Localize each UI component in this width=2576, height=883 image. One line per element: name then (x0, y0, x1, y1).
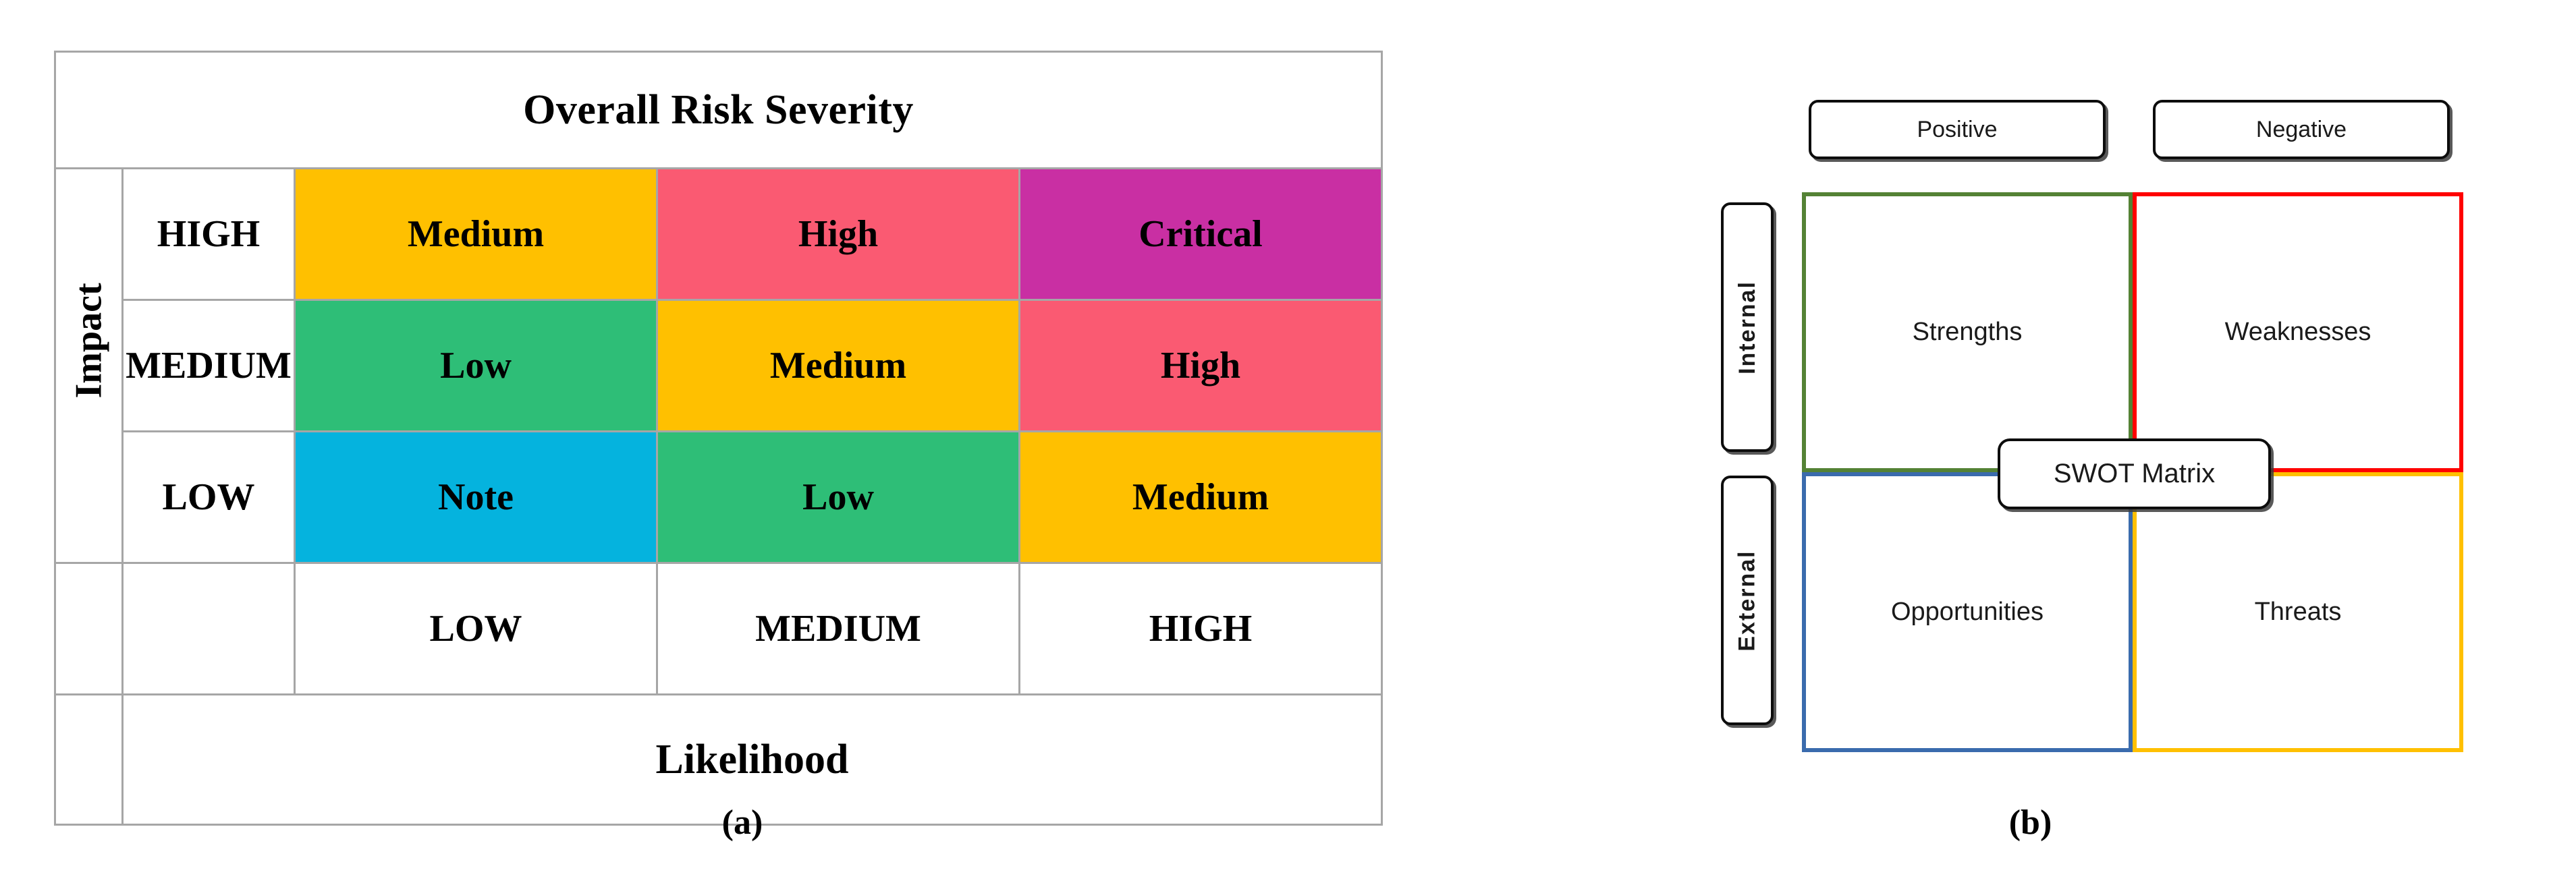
risk-severity-matrix-table: Overall Risk Severity Impact HIGH Medium… (53, 51, 1383, 826)
risk-cell-low-low: Note (294, 430, 658, 564)
table-row: Likelihood (54, 693, 1383, 826)
risk-cell-medium-high: High (1018, 299, 1383, 432)
risk-cell-medium-medium: Medium (656, 299, 1020, 432)
risk-cell-low-high: Medium (1018, 430, 1383, 564)
swot-matrix-figure: Positive Negative Internal External Stre… (1485, 0, 2576, 883)
swot-quadrant-weaknesses: Weaknesses (2133, 192, 2463, 472)
impact-level-high: HIGH (121, 167, 296, 301)
likelihood-axis-label: Likelihood (121, 693, 1383, 826)
table-row: Impact HIGH Medium High Critical (54, 167, 1383, 564)
swot-quadrant-opportunities: Opportunities (1802, 472, 2133, 752)
swot-header-internal: Internal (1721, 202, 1774, 452)
swot-quadrant-strengths: Strengths (1802, 192, 2133, 472)
risk-cell-high-high: Critical (1018, 167, 1383, 301)
figure-caption-b: (b) (2008, 803, 2052, 842)
figure-caption-a: (a) (721, 803, 763, 842)
risk-cell-high-low: Medium (294, 167, 658, 301)
swot-header-positive: Positive (1809, 100, 2106, 159)
page-title: Overall Risk Severity (53, 51, 1383, 169)
risk-cell-low-medium: Low (656, 430, 1020, 564)
risk-cell-medium-low: Low (294, 299, 658, 432)
likelihood-level-high: HIGH (1018, 562, 1383, 695)
impact-axis-text: Impact (67, 283, 110, 399)
swot-header-internal-text: Internal (1734, 280, 1760, 374)
swot-header-external: External (1721, 476, 1774, 725)
impact-level-medium: MEDIUM (121, 299, 296, 432)
risk-cell-high-medium: High (656, 167, 1020, 301)
spacer-cell (121, 562, 296, 695)
spacer-cell (54, 693, 124, 826)
table-row: LOW MEDIUM HIGH (54, 562, 1383, 695)
spacer-cell (54, 562, 124, 695)
table-row: MEDIUM Low Medium High (55, 299, 1383, 432)
table-row: Overall Risk Severity (53, 51, 1383, 169)
swot-center-label: SWOT Matrix (1998, 438, 2271, 509)
swot-quadrant-threats: Threats (2133, 472, 2463, 752)
swot-header-external-text: External (1734, 549, 1760, 652)
likelihood-level-medium: MEDIUM (656, 562, 1020, 695)
impact-axis-label: Impact (54, 167, 124, 564)
likelihood-level-low: LOW (294, 562, 658, 695)
risk-severity-figure: Overall Risk Severity Impact HIGH Medium… (53, 51, 1383, 826)
swot-header-negative: Negative (2153, 100, 2450, 159)
impact-level-low: LOW (121, 430, 296, 564)
table-row: LOW Note Low Medium (55, 430, 1383, 564)
